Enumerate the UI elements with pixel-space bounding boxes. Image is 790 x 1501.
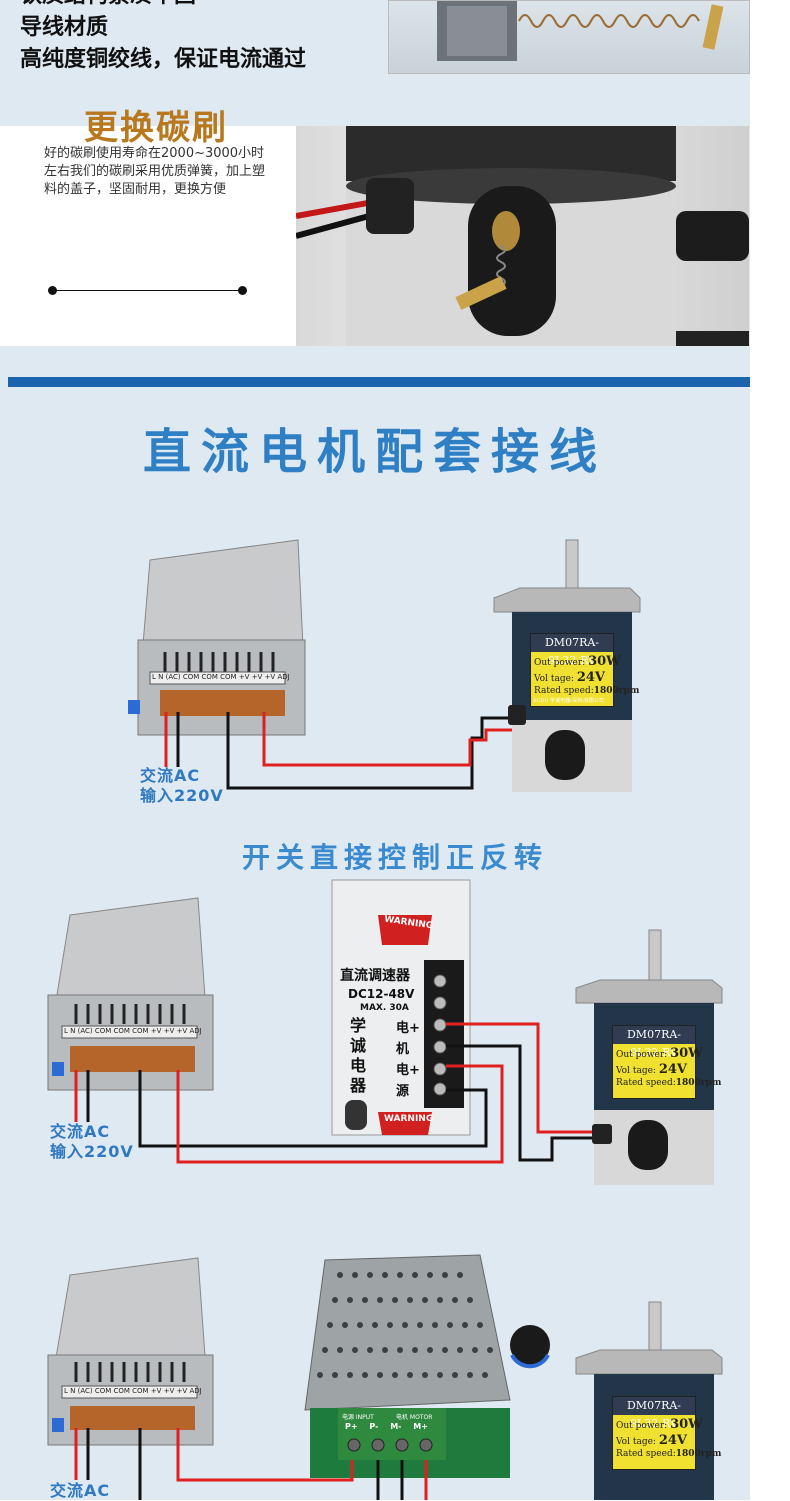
controller-brand: 学 诚 电 器: [350, 1016, 367, 1095]
pwm-terminal-labels: P+ P- M- M+: [345, 1422, 428, 1431]
materials-line-1: 铁质结构紧凑牢固: [20, 0, 306, 12]
motor-1-nameplate: DM07RA-9L32-RV Out power: 30W Vol tage: …: [530, 633, 639, 707]
pwm-motor-label: 电机 MOTOR: [396, 1414, 433, 1421]
right-margin: [750, 0, 790, 1500]
ac-input-label-3: 交流AC: [50, 1481, 111, 1500]
controller-range: DC12-48V: [348, 987, 415, 1001]
controller-title: 直流调速器: [340, 968, 410, 984]
motor-2-nameplate: DM07RA-9L32-RV Out power: 30W Vol tage: …: [612, 1025, 721, 1099]
brush-description: 好的碳刷使用寿命在2000~3000小时左右我们的碳刷采用优质弹簧，加上塑料的盖…: [44, 146, 266, 197]
motor-brush-image: [296, 126, 749, 346]
brush-info-panel: [0, 126, 296, 346]
materials-line-3: 高纯度铜绞线，保证电流通过: [20, 47, 307, 72]
controller-terminal-labels: 电+ 机 电+ 源: [396, 1021, 420, 1099]
materials-line-2: 导线材质: [20, 15, 109, 40]
wiring-section-title: 直流电机配套接线: [142, 424, 607, 480]
motor-3-nameplate: DM07RA-9L32-RV Out power: 30W Vol tage: …: [612, 1396, 721, 1470]
divider-dot-left: [48, 286, 57, 295]
spring-brush-image: [437, 1, 724, 61]
materials-text: 铁质结构紧凑牢固 导线材质 高纯度铜绞线，保证电流通过: [20, 0, 306, 76]
psu-3-terminals: L N (AC) COM COM COM +V +V +V ADJ: [64, 1387, 202, 1395]
decorative-divider: [52, 290, 243, 291]
psu-1-terminals: L N (AC) COM COM COM +V +V +V ADJ: [152, 673, 290, 681]
warning-label-bottom: WARNING: [384, 1114, 434, 1124]
controller-max: MAX. 30A: [360, 1003, 409, 1013]
divider-dot-right: [238, 286, 247, 295]
brush-title: 更换碳刷: [84, 108, 228, 148]
switch-control-title: 开关直接控制正反转: [241, 841, 548, 874]
brush-replacement-photo: [296, 126, 749, 346]
copper-wire-photo: [388, 0, 750, 74]
ac-input-label-1: 交流AC 输入220V: [140, 766, 224, 805]
psu-2-terminals: L N (AC) COM COM COM +V +V +V ADJ: [64, 1027, 202, 1035]
section-divider: [8, 377, 750, 387]
pwm-input-label: 电源 INPUT: [342, 1414, 374, 1421]
ac-input-label-2: 交流AC 输入220V: [50, 1122, 134, 1161]
